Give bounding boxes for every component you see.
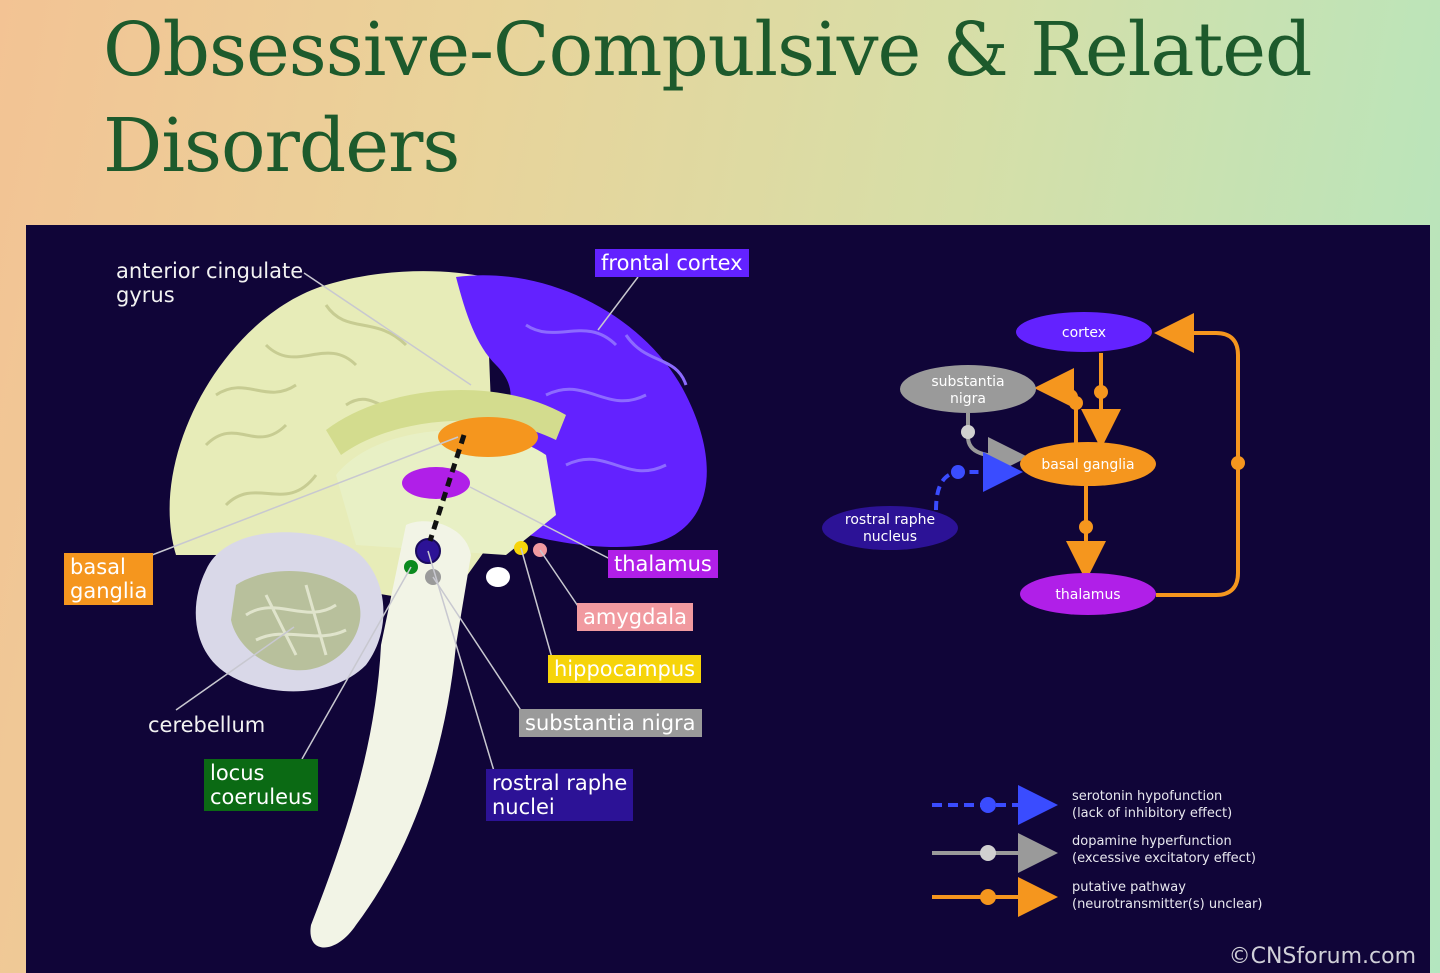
slide-title: Obsessive-Compulsive & Related Disorders (103, 7, 1312, 189)
legend-serotonin: serotonin hypofunction (lack of inhibito… (1072, 789, 1233, 821)
leader-lines (151, 272, 639, 772)
diagram-panel: cortex substantia nigra basal ganglia ro… (26, 225, 1430, 973)
pathway-diagram: cortex substantia nigra basal ganglia ro… (822, 312, 1245, 615)
node-bg-label: basal ganglia (1041, 457, 1134, 473)
node-cortex (1016, 312, 1152, 352)
brain-diagram-svg: cortex substantia nigra basal ganglia ro… (151, 271, 1245, 948)
node-substantia-nigra (900, 365, 1036, 413)
brain-illustration (169, 271, 707, 948)
label-rostral-raphe: rostral raphe nuclei (486, 769, 634, 821)
node-thalamus-label: thalamus (1055, 587, 1120, 603)
node-sn-label-1: substantia (931, 374, 1004, 390)
legend-putative: putative pathway (neurotransmitter(s) un… (1072, 880, 1263, 912)
copyright-text: ©CNSforum.com (1228, 944, 1416, 969)
label-anterior-cingulate: anterior cingulate gyrus (116, 259, 304, 307)
brainstem (310, 521, 471, 948)
label-cerebellum: cerebellum (148, 713, 266, 737)
node-sn-label-2: nigra (950, 391, 986, 407)
thalamus-region (402, 467, 470, 499)
node-cortex-label: cortex (1062, 325, 1106, 341)
label-amygdala: amygdala (577, 603, 693, 631)
basal-ganglia-region (438, 417, 538, 457)
label-basal-ganglia: basal ganglia (64, 553, 154, 605)
legend-dopamine: dopamine hyperfunction (excessive excita… (1072, 834, 1256, 866)
node-raphe-label-2: nucleus (863, 529, 917, 545)
node-basal-ganglia (1020, 442, 1156, 486)
node-raphe-label-1: rostral raphe (845, 512, 935, 528)
cingulate-band (326, 389, 566, 455)
node-rostral-raphe (822, 506, 958, 550)
label-frontal-cortex: frontal cortex (595, 249, 749, 277)
label-locus-coeruleus: locus coeruleus (204, 759, 319, 811)
label-hippocampus: hippocampus (548, 655, 702, 683)
node-thalamus (1020, 573, 1156, 615)
label-thalamus: thalamus (608, 550, 718, 578)
label-substantia-nigra: substantia nigra (519, 709, 702, 737)
legend-lines (932, 785, 1058, 917)
